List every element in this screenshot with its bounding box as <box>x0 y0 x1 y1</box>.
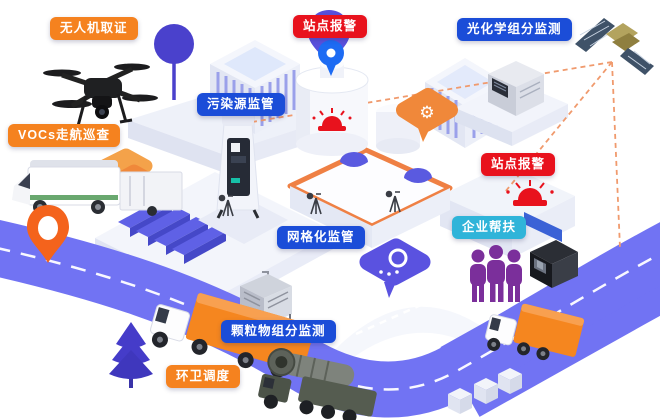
camera-bubble-icon <box>359 238 431 298</box>
label-sanitation-dispatch: 环卫调度 <box>166 365 241 388</box>
balloon-icon <box>154 24 194 100</box>
label-photochemical-monitoring: 光化学组分监测 <box>457 18 572 41</box>
label-enterprise-support: 企业帮扶 <box>452 216 527 239</box>
satellite-links <box>239 61 621 249</box>
drone-icon <box>43 63 158 130</box>
vent-icon <box>340 152 368 167</box>
siren-right-icon <box>506 180 554 206</box>
label-pollution-source: 污染源监管 <box>197 93 285 116</box>
label-station-alarm-top: 站点报警 <box>293 15 368 38</box>
people-group-icon <box>470 245 522 302</box>
cubes-icon <box>448 368 522 414</box>
monitoring-kiosk-icon <box>216 114 260 219</box>
pin-orange-icon <box>27 205 69 263</box>
road-center-line <box>0 247 660 391</box>
label-particulate-monitoring: 颗粒物组分监测 <box>221 320 336 343</box>
road <box>0 219 660 418</box>
label-grid-supervision: 网格化监管 <box>277 226 365 249</box>
vent-icon <box>404 168 432 183</box>
label-vocs-mobile-patrol: VOCs走航巡查 <box>8 124 121 147</box>
label-drone-evidence: 无人机取证 <box>50 17 138 40</box>
monitoring-van-icon <box>12 160 183 216</box>
gear-glyph: ⚙ <box>419 103 434 122</box>
pin-blue-icon <box>318 40 344 76</box>
solar-panels <box>118 199 226 264</box>
lab-analyzer-icon <box>488 61 544 116</box>
surveyor-icon <box>218 190 401 217</box>
satellite-icon <box>575 18 654 75</box>
portable-analyzer-icon <box>530 240 578 288</box>
cargo-truck-icon <box>485 303 585 361</box>
siren-icon <box>312 108 352 131</box>
gear-bubble-icon: ⚙ <box>396 88 458 142</box>
tree-icon <box>109 322 153 388</box>
label-station-alarm-right: 站点报警 <box>481 153 556 176</box>
